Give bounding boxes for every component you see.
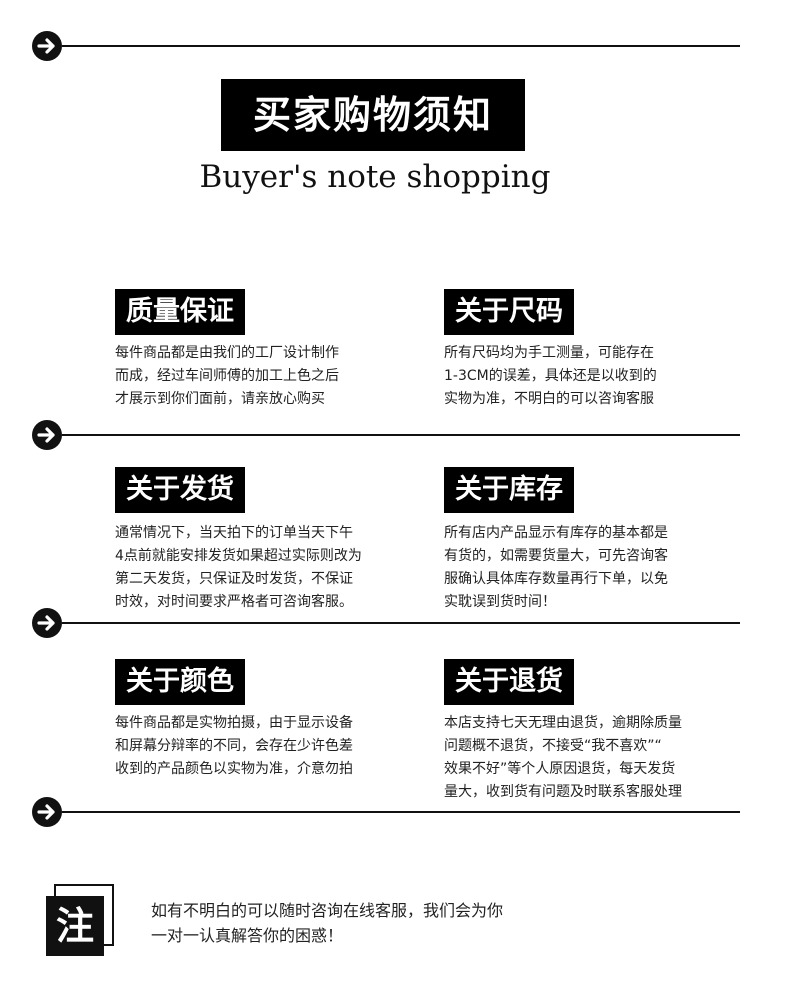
divider-2 <box>32 420 740 450</box>
note-badge: 注 <box>46 884 118 956</box>
section-line: 通常情况下，当天拍下的订单当天下午 <box>115 525 353 541</box>
note-line: 一对一认真解答你的困惑！ <box>151 926 344 945</box>
section-line: 4点前就能安排发货如果超过实际则改为 <box>115 548 362 564</box>
arrow-right-circle-icon <box>32 420 62 450</box>
section-line: 每件商品都是实物拍摄，由于显示设备 <box>115 715 353 731</box>
section-body-stock: 所有店内产品显示有库存的基本都是 有货的，如需要货量大，可先咨询客 服确认具体库… <box>444 522 734 614</box>
section-title-returns: 关于退货 <box>444 659 574 705</box>
arrow-right-circle-icon <box>32 608 62 638</box>
section-line: 而成，经过车间师傅的加工上色之后 <box>115 368 339 384</box>
note-badge-label: 注 <box>46 896 104 956</box>
divider-1 <box>32 31 740 61</box>
section-line: 实物为准，不明白的可以咨询客服 <box>444 391 654 407</box>
section-line: 收到的产品颜色以实物为准，介意勿拍 <box>115 761 353 777</box>
section-title-size: 关于尺码 <box>444 289 574 335</box>
section-line: 问题概不退货，不接受“我不喜欢”“ <box>444 738 662 754</box>
section-title-shipping: 关于发货 <box>115 467 245 513</box>
section-title-color: 关于颜色 <box>115 659 245 705</box>
section-line: 第二天发货，只保证及时发货，不保证 <box>115 571 353 587</box>
section-line: 效果不好”等个人原因退货，每天发货 <box>444 761 676 777</box>
section-line: 和屏幕分辩率的不同，会存在少许色差 <box>115 738 353 754</box>
divider-3 <box>32 608 740 638</box>
section-line: 时效，对时间要求严格者可咨询客服。 <box>115 594 353 610</box>
arrow-right-circle-icon <box>32 31 62 61</box>
note-line: 如有不明白的可以随时咨询在线客服，我们会为你 <box>151 901 504 920</box>
section-body-shipping: 通常情况下，当天拍下的订单当天下午 4点前就能安排发货如果超过实际则改为 第二天… <box>115 522 405 614</box>
section-line: 服确认具体库存数量再行下单，以免 <box>444 571 668 587</box>
page-title: 买家购物须知 <box>221 79 525 151</box>
section-line: 所有尺码均为手工测量，可能存在 <box>444 345 654 361</box>
section-title-stock: 关于库存 <box>444 467 574 513</box>
section-line: 本店支持七天无理由退货，逾期除质量 <box>444 715 682 731</box>
section-line: 每件商品都是由我们的工厂设计制作 <box>115 345 339 361</box>
divider-line <box>62 622 740 624</box>
arrow-right-circle-icon <box>32 797 62 827</box>
section-line: 有货的，如需要货量大，可先咨询客 <box>444 548 668 564</box>
section-line: 所有店内产品显示有库存的基本都是 <box>444 525 668 541</box>
page-subtitle: Buyer's note shopping <box>199 159 551 195</box>
section-body-quality: 每件商品都是由我们的工厂设计制作 而成，经过车间师傅的加工上色之后 才展示到你们… <box>115 342 405 411</box>
section-body-returns: 本店支持七天无理由退货，逾期除质量 问题概不退货，不接受“我不喜欢”“ 效果不好… <box>444 712 734 804</box>
section-line: 1-3CM的误差，具体还是以收到的 <box>444 368 657 384</box>
section-line: 量大，收到货有问题及时联系客服处理 <box>444 784 682 800</box>
section-line: 才展示到你们面前，请亲放心购买 <box>115 391 325 407</box>
divider-line <box>62 434 740 436</box>
divider-line <box>62 45 740 47</box>
section-body-size: 所有尺码均为手工测量，可能存在 1-3CM的误差，具体还是以收到的 实物为准，不… <box>444 342 734 411</box>
section-body-color: 每件商品都是实物拍摄，由于显示设备 和屏幕分辩率的不同，会存在少许色差 收到的产… <box>115 712 405 781</box>
divider-4 <box>32 797 740 827</box>
section-title-quality: 质量保证 <box>115 289 245 335</box>
note-text: 如有不明白的可以随时咨询在线客服，我们会为你 一对一认真解答你的困惑！ <box>151 898 571 948</box>
section-line: 实耽误到货时间！ <box>444 594 556 610</box>
divider-line <box>62 811 740 813</box>
